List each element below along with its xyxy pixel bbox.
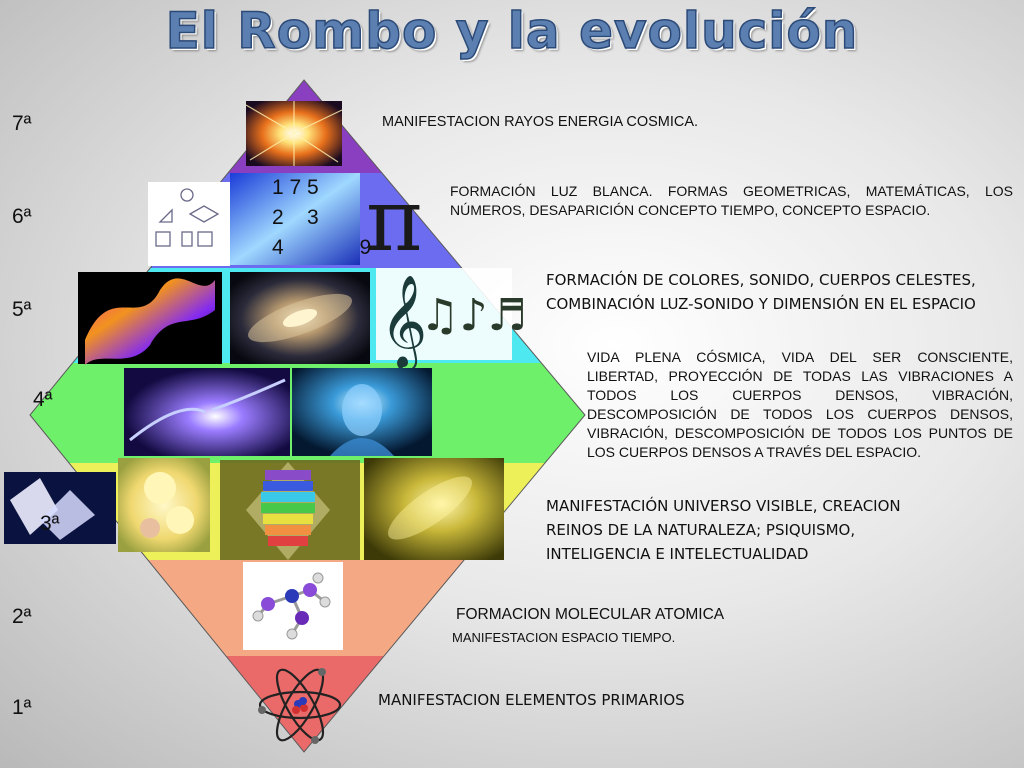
level-label-2: 2ª	[12, 605, 32, 628]
music-notes-image: 𝄞 ♫♪♬	[376, 268, 527, 371]
level-7-description: MANIFESTACION RAYOS ENERGIA COSMICA.	[382, 114, 699, 130]
orchid-image	[118, 458, 210, 552]
numbers-row-3: 4 9	[272, 236, 372, 259]
pi-symbol: π	[366, 171, 423, 271]
numbers-light-image	[230, 173, 360, 265]
level-2-description-2: MANIFESTACION ESPACIO TIEMPO.	[452, 630, 676, 645]
level-label-5: 5ª	[12, 298, 32, 321]
quartz-crystal-image	[4, 472, 116, 544]
numbers-row-1: 1 7 5	[272, 176, 319, 199]
level-label-4: 4ª	[33, 388, 53, 411]
cosmic-light-burst-image	[245, 101, 343, 166]
atom-image	[258, 668, 342, 744]
numbers-row-2: 2 3	[272, 206, 319, 229]
level-6-description: FORMACIÓN LUZ BLANCA. FORMAS GEOMETRICAS…	[450, 183, 1013, 218]
page-title: El Rombo y la evolución	[165, 1, 859, 61]
level-label-6: 6ª	[12, 205, 32, 228]
color-smoke-image	[78, 272, 222, 365]
level-5-description: FORMACIÓN DE COLORES, SONIDO, CUERPOS CE…	[546, 271, 976, 313]
chakra-figure-image	[220, 460, 360, 560]
hands-light-image	[124, 368, 290, 456]
galaxy-image	[230, 272, 370, 364]
level-label-1: 1ª	[12, 696, 32, 719]
level-2-description: FORMACION MOLECULAR ATOMICA	[456, 606, 725, 623]
geometric-shapes-image	[148, 182, 230, 266]
glowing-head-image	[292, 368, 432, 456]
svg-text:♫♪♬: ♫♪♬	[420, 290, 527, 341]
molecule-image	[243, 562, 343, 650]
level-4-description: VIDA PLENA CÓSMICA, VIDA DEL SER CONSCIE…	[587, 349, 1013, 460]
level-3-description: MANIFESTACIÓN UNIVERSO VISIBLE, CREACION…	[546, 497, 901, 563]
golden-galaxy-image	[364, 458, 504, 560]
level-1-description: MANIFESTACION ELEMENTOS PRIMARIOS	[378, 691, 685, 709]
level-label-3: 3ª	[40, 512, 60, 535]
svg-text:𝄞: 𝄞	[380, 274, 427, 371]
level-label-7: 7ª	[12, 112, 32, 135]
